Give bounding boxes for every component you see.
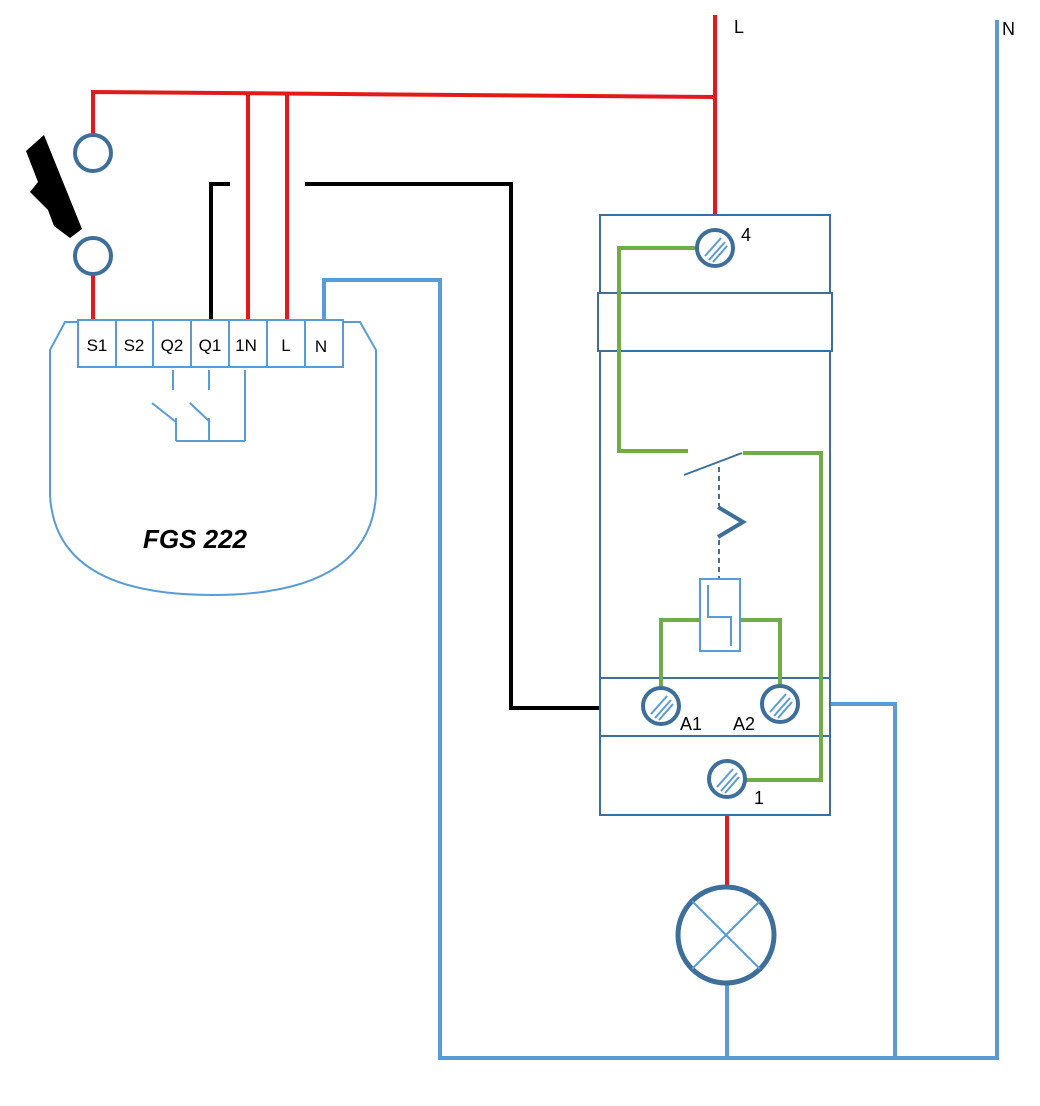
- wall-switch: [26, 133, 113, 276]
- neutral-wires: [322, 20, 999, 1060]
- terminal-label-s2: S2: [124, 336, 145, 355]
- terminal-block: [77, 319, 344, 368]
- relay-coil-icon: [699, 578, 741, 652]
- relay-internal-wiring: [617, 246, 823, 782]
- relay-terminal-1-label: 1: [754, 788, 764, 808]
- neutral-supply-line: [322, 20, 999, 1060]
- switch-lever-icon: [26, 135, 82, 238]
- module-housing: [49, 321, 377, 597]
- terminal-label-s1: S1: [87, 336, 108, 355]
- relay-contact-icon: [683, 452, 747, 578]
- module-name: FGS 222: [143, 524, 248, 554]
- relay-terminal-a2-label: A2: [733, 714, 755, 734]
- relay-terminal-4: [695, 228, 735, 268]
- live-supply-label: L: [734, 17, 744, 37]
- terminal-label-q2: Q2: [161, 336, 184, 355]
- switch-terminal-top: [73, 133, 113, 173]
- terminal-label-1n: 1N: [235, 336, 257, 355]
- q1-stub-line: [209, 182, 230, 320]
- relay-terminal-a1-label: A1: [680, 714, 702, 734]
- relay-terminal-a1: [641, 686, 681, 726]
- relay-terminal-4-label: 4: [741, 225, 751, 245]
- switch-terminal-bottom: [73, 236, 113, 276]
- internal-relay-contacts-icon: [151, 370, 246, 442]
- terminal-label-l: L: [281, 336, 290, 355]
- lamp-icon: [675, 884, 777, 986]
- relay-terminal-1: [707, 759, 747, 799]
- din-relay: 4 A1 A2 1: [597, 214, 833, 816]
- live-bus-line: [91, 89, 716, 136]
- q1-to-a1-line: [305, 182, 640, 710]
- terminal-label-n: N: [315, 337, 327, 356]
- neutral-a2-line: [800, 702, 897, 1058]
- terminal-label-q1: Q1: [199, 336, 222, 355]
- live-wires: [91, 15, 729, 888]
- switched-wires: [209, 182, 640, 710]
- neutral-supply-label: N: [1002, 19, 1015, 39]
- fgs-module: S1 S2 Q2 Q1 1N L N FGS 222: [49, 319, 377, 597]
- relay-terminal-a2: [760, 684, 800, 724]
- terminal-dividers: [115, 320, 306, 367]
- relay-top-band: [597, 292, 833, 352]
